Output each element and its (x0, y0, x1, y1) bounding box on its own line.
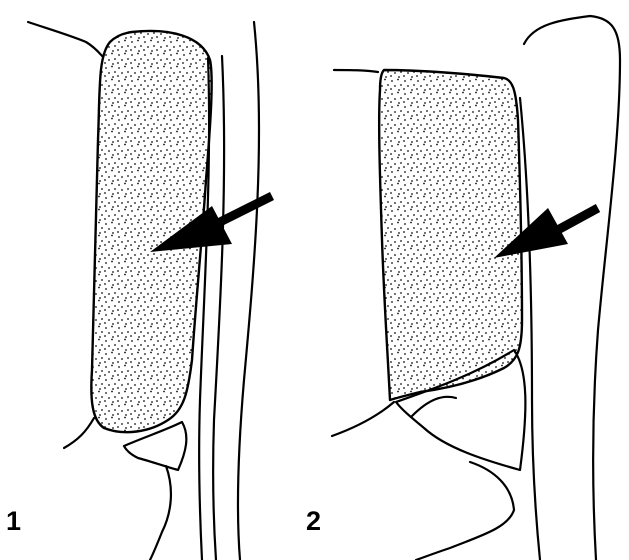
panel-2-lower-outline (416, 462, 514, 560)
panel-2-lower-inner-line (412, 397, 456, 416)
panel-2-label: 2 (306, 506, 321, 536)
panel-1: 1 (6, 22, 272, 560)
panel-2: 2 (306, 16, 620, 560)
panel-1-label: 1 (6, 506, 21, 536)
panel-1-middle-line (213, 56, 224, 560)
panel-1-top-outline (28, 22, 104, 58)
panel-2-outer-line (524, 16, 620, 560)
panel-2-arrow-shaft (554, 208, 598, 232)
panel-1-lower-left-outline (64, 418, 94, 448)
panel-1-outer-line (238, 22, 259, 560)
panel-2-stippled-cell (379, 70, 522, 400)
panel-2-lower-left-outline (332, 402, 394, 436)
panel-2-top-outline (334, 70, 378, 72)
panel-1-lower-outline (150, 466, 171, 560)
